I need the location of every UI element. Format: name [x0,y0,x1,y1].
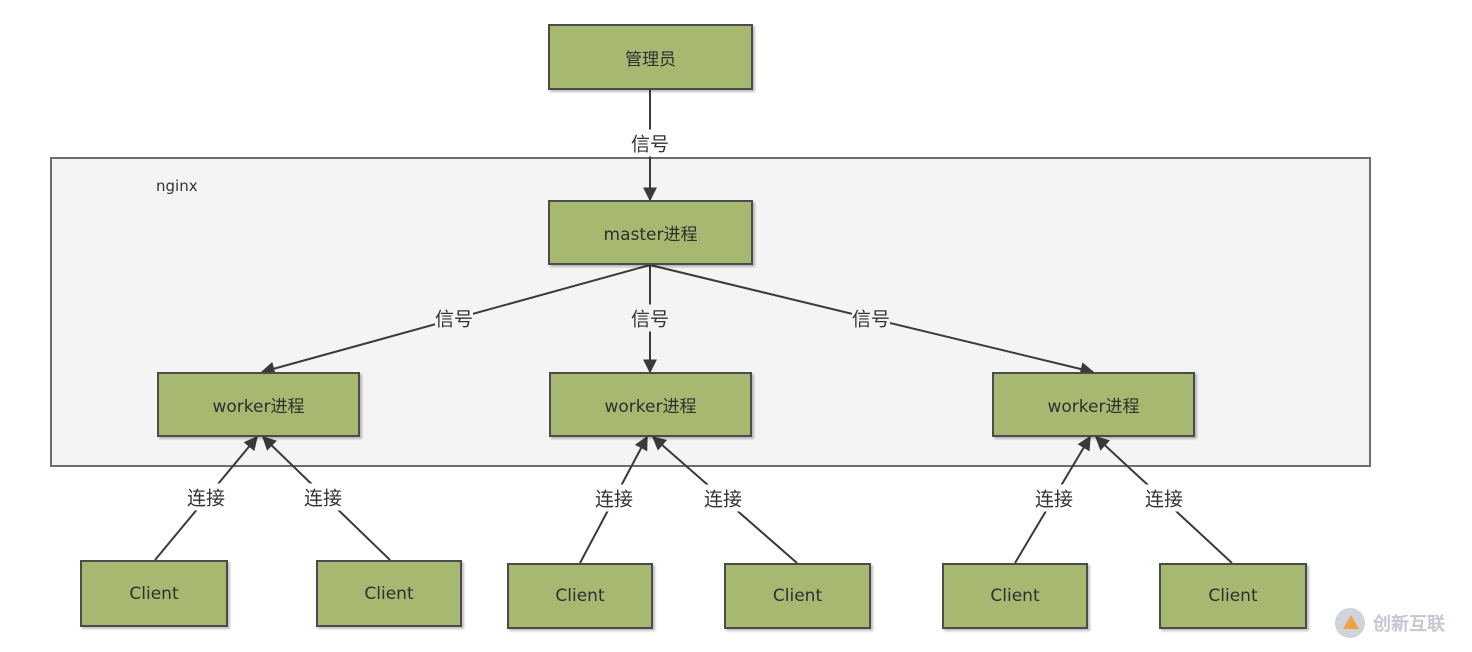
master-node: master进程 [548,200,753,265]
nginx-frame-label: nginx [156,177,198,195]
signal-label-left: 信号 [434,304,474,332]
connection-label-4: 连接 [703,484,743,512]
worker-node-2: worker进程 [549,372,752,437]
client-node-1: Client [80,560,228,627]
watermark-text: 创新互联 [1373,614,1445,635]
client-node-5: Client [942,563,1088,629]
watermark: 创新互联 [1335,603,1467,643]
client-node-2: Client [316,560,462,627]
admin-node: 管理员 [548,24,753,90]
worker-node-1: worker进程 [157,372,360,437]
worker-node-3: worker进程 [992,372,1195,437]
client-node-4: Client [724,563,871,629]
connection-label-6: 连接 [1144,484,1184,512]
connection-label-5: 连接 [1034,484,1074,512]
signal-label-right: 信号 [851,304,891,332]
signal-label-middle: 信号 [630,304,670,332]
signal-label-top: 信号 [630,129,670,157]
connection-label-1: 连接 [186,483,226,511]
client-node-3: Client [507,563,653,629]
client-node-6: Client [1159,563,1307,629]
logo-icon [1335,608,1365,638]
connection-label-2: 连接 [303,483,343,511]
connection-label-3: 连接 [594,484,634,512]
